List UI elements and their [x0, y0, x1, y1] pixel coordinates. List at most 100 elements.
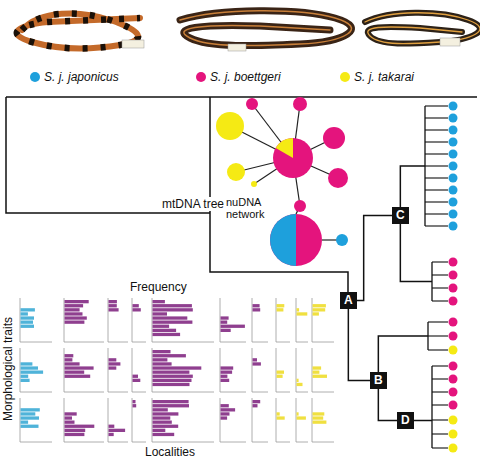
histogram-bar	[277, 416, 285, 419]
tip-dot	[449, 210, 458, 219]
histogram-axis	[108, 298, 128, 342]
histogram-bar	[277, 308, 284, 311]
haplotype-magenta	[323, 127, 345, 149]
haplotype-magenta	[293, 97, 307, 111]
histogram-bar	[153, 416, 171, 419]
histogram-bar	[153, 412, 179, 415]
tip-branch	[425, 105, 448, 106]
tip-dot	[449, 126, 458, 135]
histogram-bar	[221, 321, 228, 324]
histogram-bar	[153, 312, 168, 315]
legend-text: S. j. takarai	[354, 70, 414, 84]
histogram-bar	[21, 362, 33, 365]
histogram-bar	[221, 366, 234, 369]
histogram-bar	[153, 383, 190, 386]
histogram-bar	[153, 325, 170, 328]
outgroup-branch	[6, 96, 477, 98]
histogram-axis	[152, 348, 214, 392]
tip-branch	[425, 189, 448, 190]
histogram-axis	[276, 298, 290, 342]
tree-branch	[378, 336, 428, 372]
histogram-bar	[65, 425, 95, 428]
haplotype-magenta	[246, 98, 258, 110]
axis-label: Frequency	[130, 280, 187, 294]
histogram-bar	[65, 316, 87, 319]
histogram-bar	[221, 404, 229, 407]
histogram-axis	[132, 298, 146, 342]
histogram-bar	[153, 308, 193, 311]
tip-dot	[449, 401, 458, 410]
clade-label: B	[370, 372, 387, 389]
clade-letter: C	[396, 208, 405, 222]
histogram-bar	[21, 325, 35, 328]
histogram-bar	[153, 354, 186, 357]
histogram-bar	[153, 408, 168, 411]
snake-photos	[17, 11, 480, 51]
histogram-bar	[21, 379, 30, 382]
tip-branch	[432, 287, 448, 288]
histogram-bar	[109, 300, 117, 303]
histogram-axis	[252, 298, 268, 342]
histogram-bar	[21, 316, 35, 319]
tip-dot	[449, 416, 458, 425]
clade-label: A	[340, 292, 357, 309]
histogram-bar	[133, 308, 141, 311]
histogram-bar	[253, 304, 260, 307]
tip-dot	[449, 444, 458, 453]
tip-branch	[425, 129, 448, 130]
histogram-bar	[133, 404, 137, 407]
tip-dot	[449, 271, 458, 280]
histogram-bar	[153, 333, 181, 336]
histogram-bar	[65, 421, 75, 424]
histogram-axis	[132, 398, 146, 442]
tip-branch	[425, 165, 448, 166]
histogram-axis	[276, 398, 290, 442]
clade-letter: B	[374, 373, 383, 387]
histogram-bar	[65, 362, 80, 365]
histogram-bar	[277, 375, 283, 378]
tip-branch	[432, 365, 448, 366]
histogram-bar	[133, 304, 139, 307]
haplotype-yellow	[251, 181, 257, 187]
histogram-axis	[252, 398, 268, 442]
tip-dot	[449, 150, 458, 159]
tip-dot	[449, 318, 458, 327]
axis-label: Morphological traits	[1, 309, 15, 429]
histogram-bar	[313, 375, 328, 378]
histogram-bar	[21, 375, 29, 378]
histogram-bar	[65, 429, 86, 432]
tip-branch	[432, 447, 448, 448]
haplotype-yellow	[216, 112, 244, 140]
histogram-bar	[313, 412, 325, 415]
tip-branch	[425, 141, 448, 142]
histogram-bar	[65, 300, 89, 303]
tip-dot	[449, 222, 458, 231]
clade-letter: D	[401, 413, 410, 427]
histogram-bar	[109, 304, 117, 307]
histogram-bar	[221, 329, 231, 332]
histogram-bar	[65, 366, 94, 369]
legend-swatch	[196, 72, 206, 82]
tip-branch	[425, 177, 448, 178]
histogram-bar	[297, 383, 303, 386]
histogram-bar	[65, 433, 85, 436]
histogram-bar	[109, 366, 117, 369]
histogram-axis	[64, 348, 104, 392]
histogram-bar	[313, 421, 327, 424]
histogram-bar	[65, 416, 73, 419]
histogram-bar	[109, 308, 119, 311]
snake-takarai	[365, 13, 480, 44]
tip-branch	[425, 225, 448, 226]
histogram-bar	[21, 312, 28, 315]
tip-branch	[432, 433, 448, 434]
histogram-axis	[20, 348, 52, 392]
root-branch	[6, 97, 210, 213]
tree-branch	[378, 389, 397, 421]
histogram-bar	[221, 408, 236, 411]
histogram-bar	[21, 371, 44, 374]
histogram-bar	[133, 375, 139, 378]
tip-dot	[449, 102, 458, 111]
histogram-bar	[65, 371, 85, 374]
histogram-bar	[313, 371, 320, 374]
